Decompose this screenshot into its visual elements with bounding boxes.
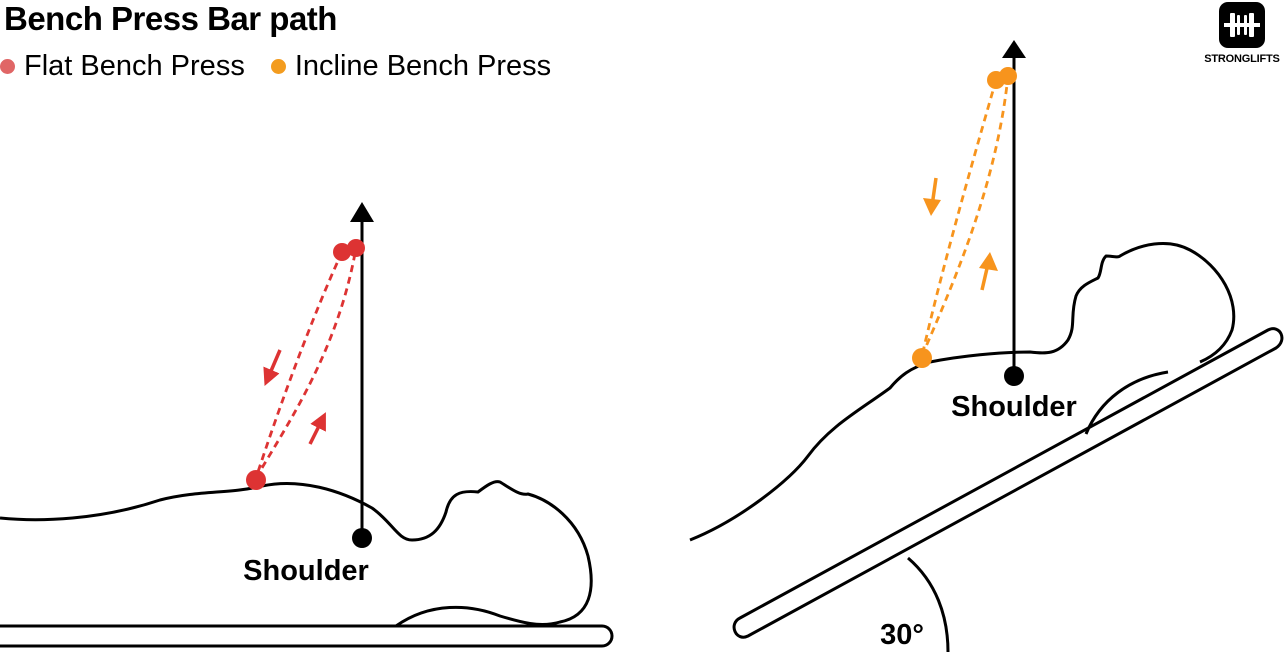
flat-shoulder-point (352, 528, 372, 548)
flat-body-outline (0, 480, 593, 628)
legend-label-flat: Flat Bench Press (24, 50, 245, 82)
page-title: Bench Press Bar path (4, 0, 337, 37)
flat-bench (0, 624, 614, 648)
incline-bench-panel: Shoulder 30° (689, 40, 1284, 652)
flat-bar-top-point (347, 239, 365, 257)
incline-bar-path-down (920, 79, 998, 357)
incline-angle-label: 30° (880, 619, 924, 651)
legend-item-incline: Incline Bench Press (270, 50, 552, 83)
flat-bench-panel: Shoulder (0, 202, 614, 648)
incline-up-arrowhead (979, 252, 998, 271)
legend-dot-flat (0, 59, 15, 74)
incline-bar-top-point (999, 67, 1017, 85)
incline-angle-arc (907, 556, 950, 652)
flat-bar-path-up (254, 247, 358, 479)
incline-shoulder-point (1004, 366, 1024, 386)
flat-bar-bottom-point (246, 470, 266, 490)
legend: Flat Bench Press Incline Bench Press (0, 50, 577, 83)
incline-bench-support (1084, 370, 1169, 435)
barbell-icon (1219, 2, 1265, 48)
logo-text: STRONGLIFTS (1204, 53, 1280, 65)
legend-label-incline: Incline Bench Press (294, 50, 552, 82)
flat-shoulder-label: Shoulder (243, 555, 369, 587)
flat-down-arrow (263, 349, 282, 387)
incline-body-outline (689, 242, 1236, 542)
flat-up-arrow (308, 412, 326, 445)
incline-down-arrowhead (923, 198, 941, 216)
flat-bar-path-down (254, 251, 344, 479)
stronglifts-logo: STRONGLIFTS (1200, 2, 1284, 65)
incline-shoulder-label: Shoulder (951, 391, 1077, 423)
incline-bar-bottom-point (912, 348, 932, 368)
flat-vertical-arrowhead (350, 202, 374, 222)
incline-vertical-arrowhead (1002, 40, 1026, 58)
legend-dot-incline (270, 59, 286, 74)
incline-bench (732, 327, 1284, 639)
flat-bar-start-point (333, 243, 351, 261)
legend-item-flat: Flat Bench Press (0, 50, 245, 83)
incline-bar-path-up (920, 75, 1010, 357)
